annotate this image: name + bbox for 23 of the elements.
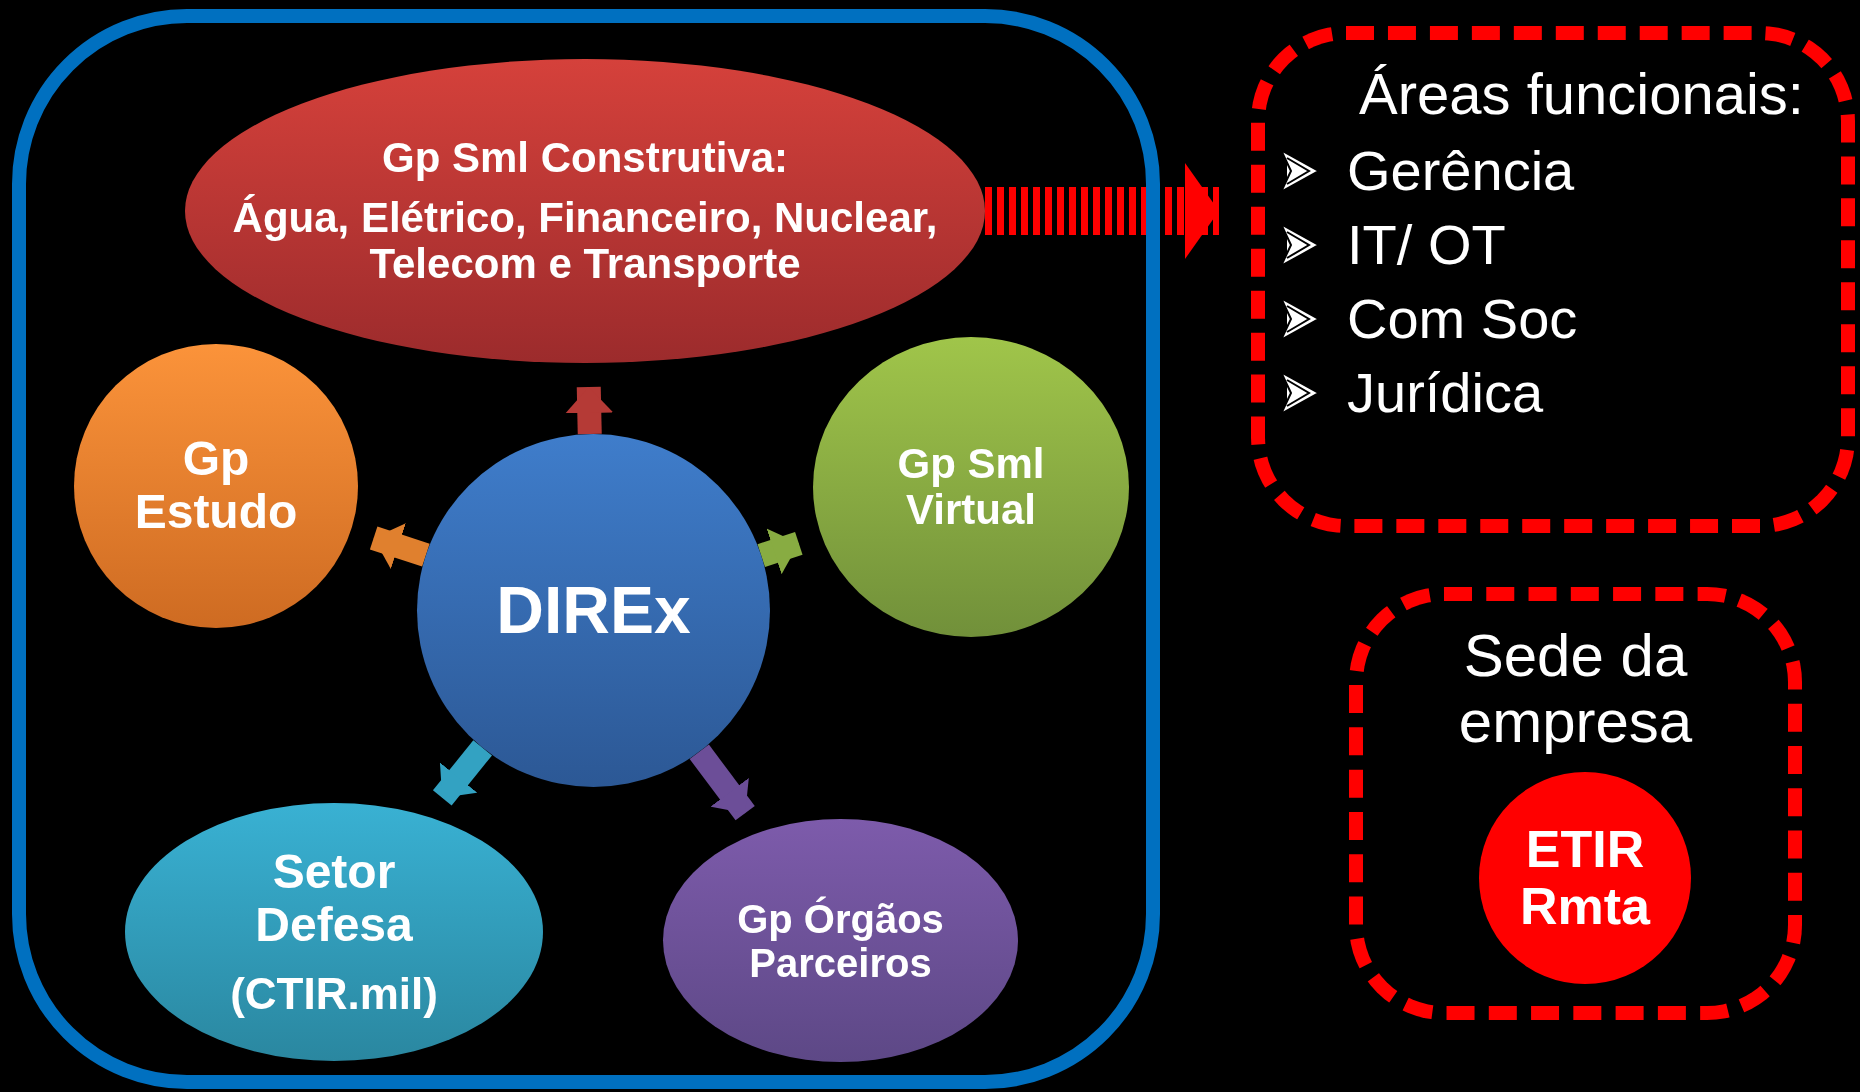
dashed-box <box>1349 587 1802 1020</box>
block-arrow <box>565 386 614 435</box>
list-item: Gerência <box>1347 140 1575 202</box>
label: (CTIR.mil) <box>230 969 438 1018</box>
label: Gp Sml Construtiva: <box>381 134 788 181</box>
block-arrow <box>432 740 492 806</box>
block-arrow <box>757 528 803 575</box>
label: ETIR Rmta <box>1519 820 1652 936</box>
label: Gp Estudo <box>134 433 298 539</box>
list-item: Com Soc <box>1347 288 1578 350</box>
heading: Sede da empresa <box>1457 623 1694 755</box>
group-frame <box>12 9 1160 1089</box>
list-item: IT/ OT <box>1347 214 1506 276</box>
label: Gp Sml Virtual <box>896 440 1046 534</box>
heading: Áreas funcionais: <box>1359 62 1804 126</box>
label: Setor Defesa <box>254 846 414 952</box>
dashed-block-arrow <box>985 163 1219 259</box>
list-item: Jurídica <box>1347 362 1544 424</box>
dashed-box <box>1251 26 1855 533</box>
block-arrow <box>369 523 430 569</box>
label: Gp Órgãos Parceiros <box>736 896 945 985</box>
label: Água, Elétrico, Financeiro, Nuclear, Telecom e Transporte <box>231 194 939 288</box>
label: DIREx <box>496 574 691 647</box>
